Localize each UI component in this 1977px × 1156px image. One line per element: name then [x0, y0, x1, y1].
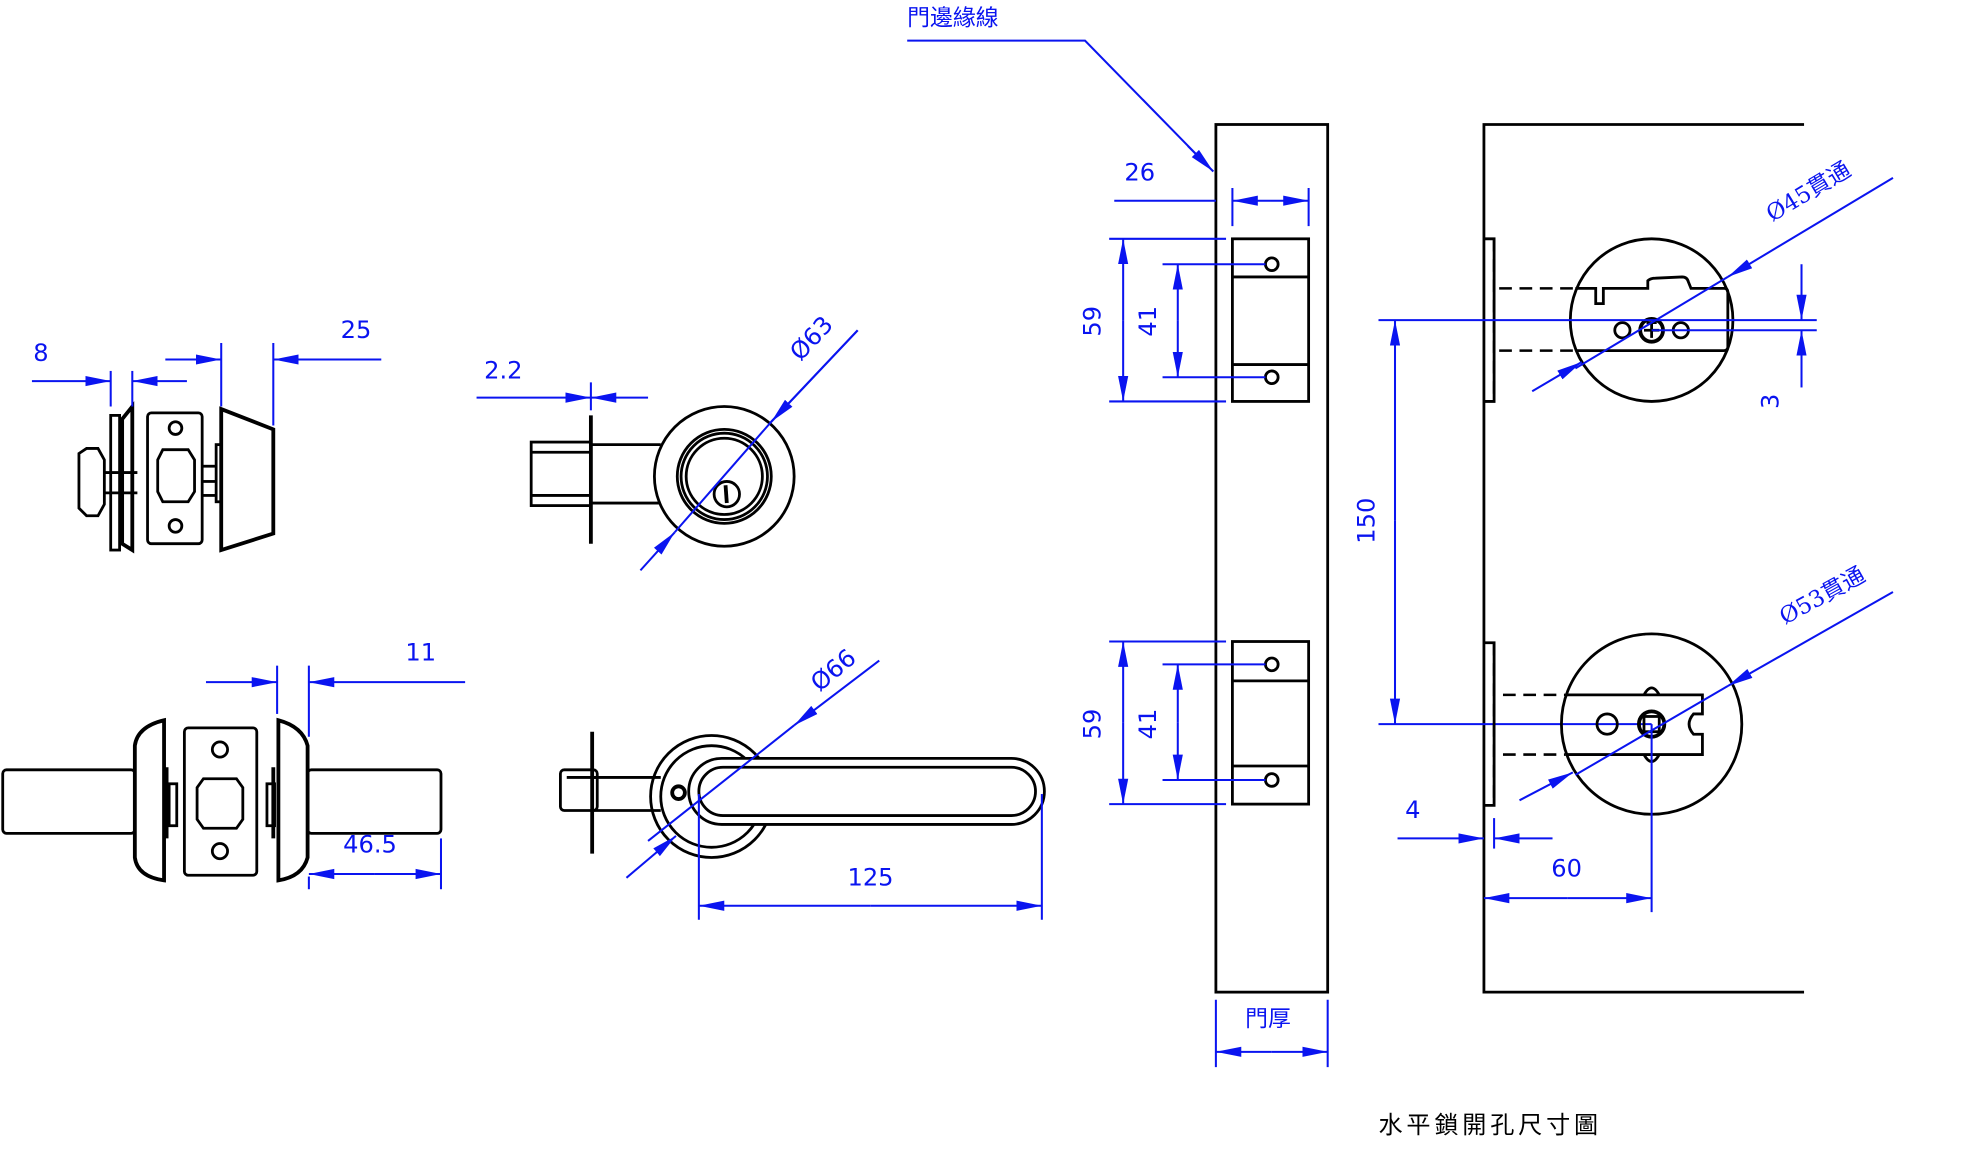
dimension-11: 11: [205, 639, 466, 737]
dim-label-2-2: 2.2: [484, 357, 522, 385]
dim-label-11: 11: [405, 639, 436, 667]
dim-label-8: 8: [33, 339, 48, 367]
dimension-diameter-53: Ø53貫通: [1519, 562, 1894, 802]
drawing-title: 水平鎖開孔尺寸圖: [1378, 1111, 1602, 1139]
deadbolt-front-view: 2.2 Ø63: [476, 311, 859, 572]
dim-label-59-lower: 59: [1078, 709, 1106, 740]
door-face-view: Ø45貫通 3 150: [1353, 123, 1894, 994]
dim-label-59-upper: 59: [1078, 306, 1106, 337]
dimension-2-2: 2.2: [476, 357, 649, 411]
cylinder-outline: [529, 405, 796, 548]
dimension-41-upper: 41: [1134, 263, 1266, 379]
knob-outline: [1, 717, 443, 883]
deadbolt-side-view: 8 25: [31, 316, 382, 554]
dim-label-60: 60: [1551, 855, 1582, 883]
edge-line-callout: 門邊緣線: [907, 5, 1215, 173]
lever-outline: [559, 731, 1046, 859]
dimension-150: 150: [1353, 320, 1652, 726]
dim-label-41-upper: 41: [1134, 306, 1162, 337]
knob-side-view: 11 46.5: [1, 639, 466, 890]
dimension-3: 3: [1378, 264, 1817, 409]
dimension-26: 26: [1114, 158, 1310, 227]
lever-front-view: Ø66 125: [559, 644, 1046, 920]
lower-faceplate: 59 41: [1078, 640, 1311, 806]
door-edge-outline: [1214, 123, 1330, 994]
dim-label-25: 25: [341, 316, 372, 344]
door-face-outline: [1482, 123, 1805, 994]
dim-label-150: 150: [1353, 498, 1381, 544]
dim-label-diameter-45: Ø45貫通: [1762, 157, 1856, 228]
dimension-59-upper: 59: [1078, 237, 1227, 403]
door-edge-line-label: 門邊緣線: [907, 5, 999, 31]
dimension-25: 25: [165, 316, 382, 426]
door-thickness-label: 門厚: [1245, 1006, 1291, 1032]
door-edge-view: 門邊緣線 26 59: [907, 5, 1330, 1068]
dimension-125: 125: [697, 793, 1043, 920]
dim-label-3: 3: [1757, 394, 1785, 409]
upper-faceplate: 59 41: [1078, 237, 1311, 403]
dimension-60: 60: [1483, 724, 1653, 913]
dim-label-46-5: 46.5: [343, 830, 397, 858]
dim-label-26: 26: [1124, 158, 1155, 186]
dimension-door-thickness: 門厚: [1214, 999, 1329, 1068]
dimension-59-lower: 59: [1078, 640, 1227, 806]
dimension-diameter-45: Ø45貫通: [1531, 157, 1894, 393]
dim-label-125: 125: [847, 863, 893, 891]
dimension-41-lower: 41: [1134, 663, 1266, 781]
lock-body-outline: [77, 401, 276, 554]
dim-label-41-lower: 41: [1134, 709, 1162, 740]
dimension-8: 8: [31, 339, 187, 407]
dim-label-4: 4: [1405, 796, 1420, 824]
dimension-4: 4: [1397, 796, 1553, 849]
dim-label-diameter-66: Ø66: [805, 644, 861, 697]
dim-label-diameter-53: Ø53貫通: [1775, 562, 1870, 630]
dimension-46-5: 46.5: [307, 830, 443, 890]
